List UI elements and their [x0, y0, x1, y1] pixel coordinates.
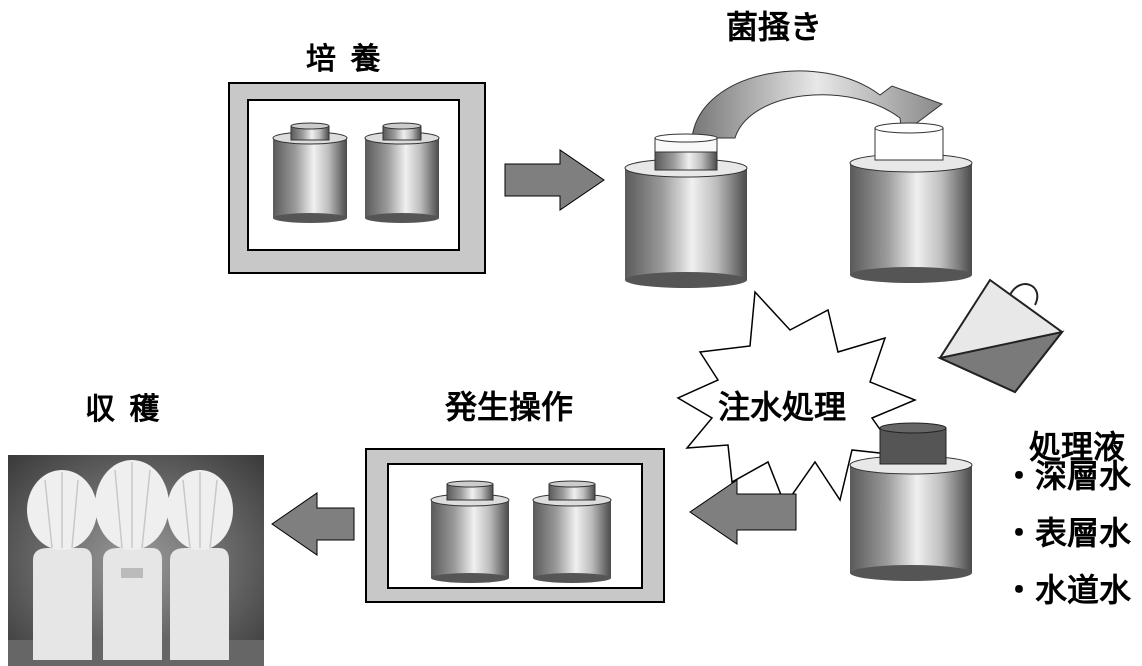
fruiting-label: 発生操作 [445, 388, 574, 426]
fruiting-frame [365, 448, 665, 603]
fruiting-bottle-1 [430, 480, 510, 583]
watering-can-icon [936, 278, 1065, 394]
arrow-left [689, 479, 797, 545]
inoculation-bottle-after [849, 122, 973, 283]
inoculation-bottle-before [624, 133, 748, 288]
culture-label: 培 養 [306, 42, 383, 77]
curved-arrow [691, 70, 944, 139]
inoculation-label: 菌掻き [726, 8, 823, 46]
treatment-liquid-item: ・深層水 [1003, 457, 1132, 495]
culture-frame [228, 82, 486, 274]
culture-bottle-2 [364, 122, 440, 223]
culture-bottle-1 [272, 122, 348, 223]
water-treatment-burst [676, 290, 917, 507]
arrow-left-harvest [271, 492, 355, 556]
harvest-label: 収 穫 [85, 392, 162, 427]
harvest-photo [8, 455, 264, 666]
fruiting-bottle-2 [532, 480, 612, 583]
treatment-liquid-item: ・水道水 [1003, 571, 1132, 609]
treatment-liquid-item: ・表層水 [1003, 514, 1132, 552]
treatment-liquid-list: ・深層水 ・表層水 ・水道水 [1003, 448, 1131, 619]
treatment-liquid-title: 処理液 [1029, 428, 1126, 466]
treatment-bottle [849, 422, 973, 581]
arrow-right [504, 149, 605, 211]
water-treatment-label: 注水処理 [718, 388, 847, 426]
